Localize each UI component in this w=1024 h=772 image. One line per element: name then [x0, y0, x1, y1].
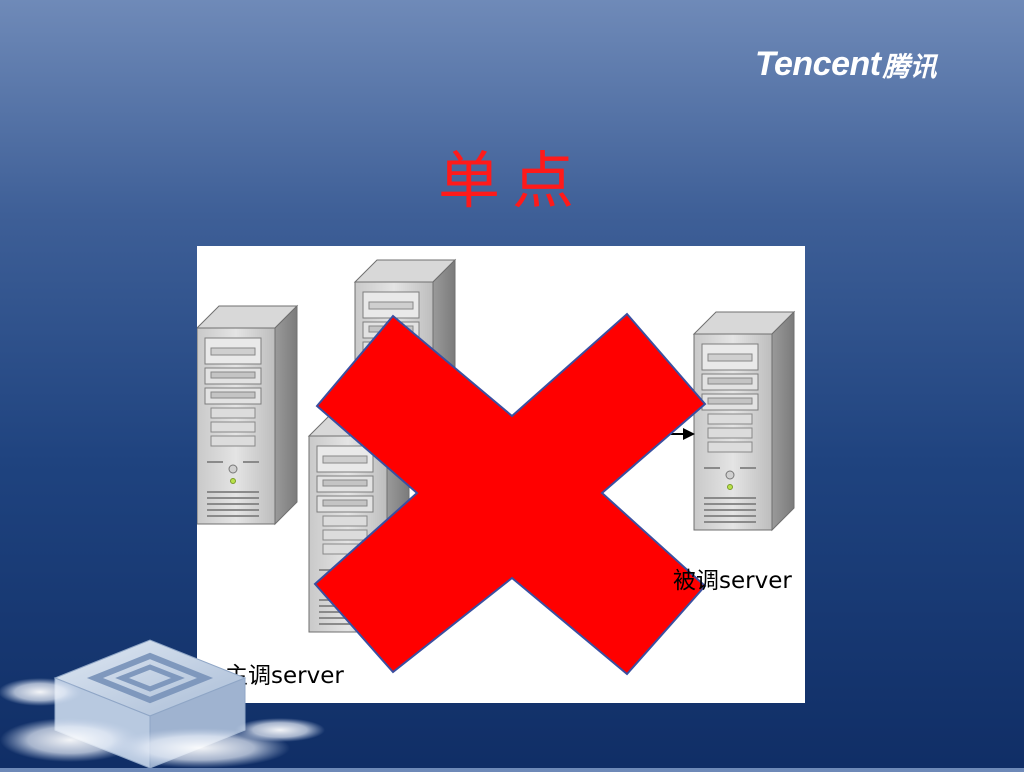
- logo-cjk-text: 腾讯: [882, 51, 937, 83]
- slide-title: 单点: [437, 144, 586, 217]
- red-cross-icon: [313, 312, 707, 676]
- primary-server-left: [197, 305, 298, 525]
- diagram-panel: 被调server 主调server: [197, 246, 805, 703]
- logo-latin-text: Tencent: [755, 44, 881, 83]
- backup-server: [693, 311, 795, 531]
- tencent-logo: Tencent 腾讯: [755, 42, 995, 86]
- decorative-cube-clouds: [0, 620, 330, 769]
- backup-server-label: 被调server: [673, 568, 792, 594]
- diagram-canvas: [197, 259, 795, 676]
